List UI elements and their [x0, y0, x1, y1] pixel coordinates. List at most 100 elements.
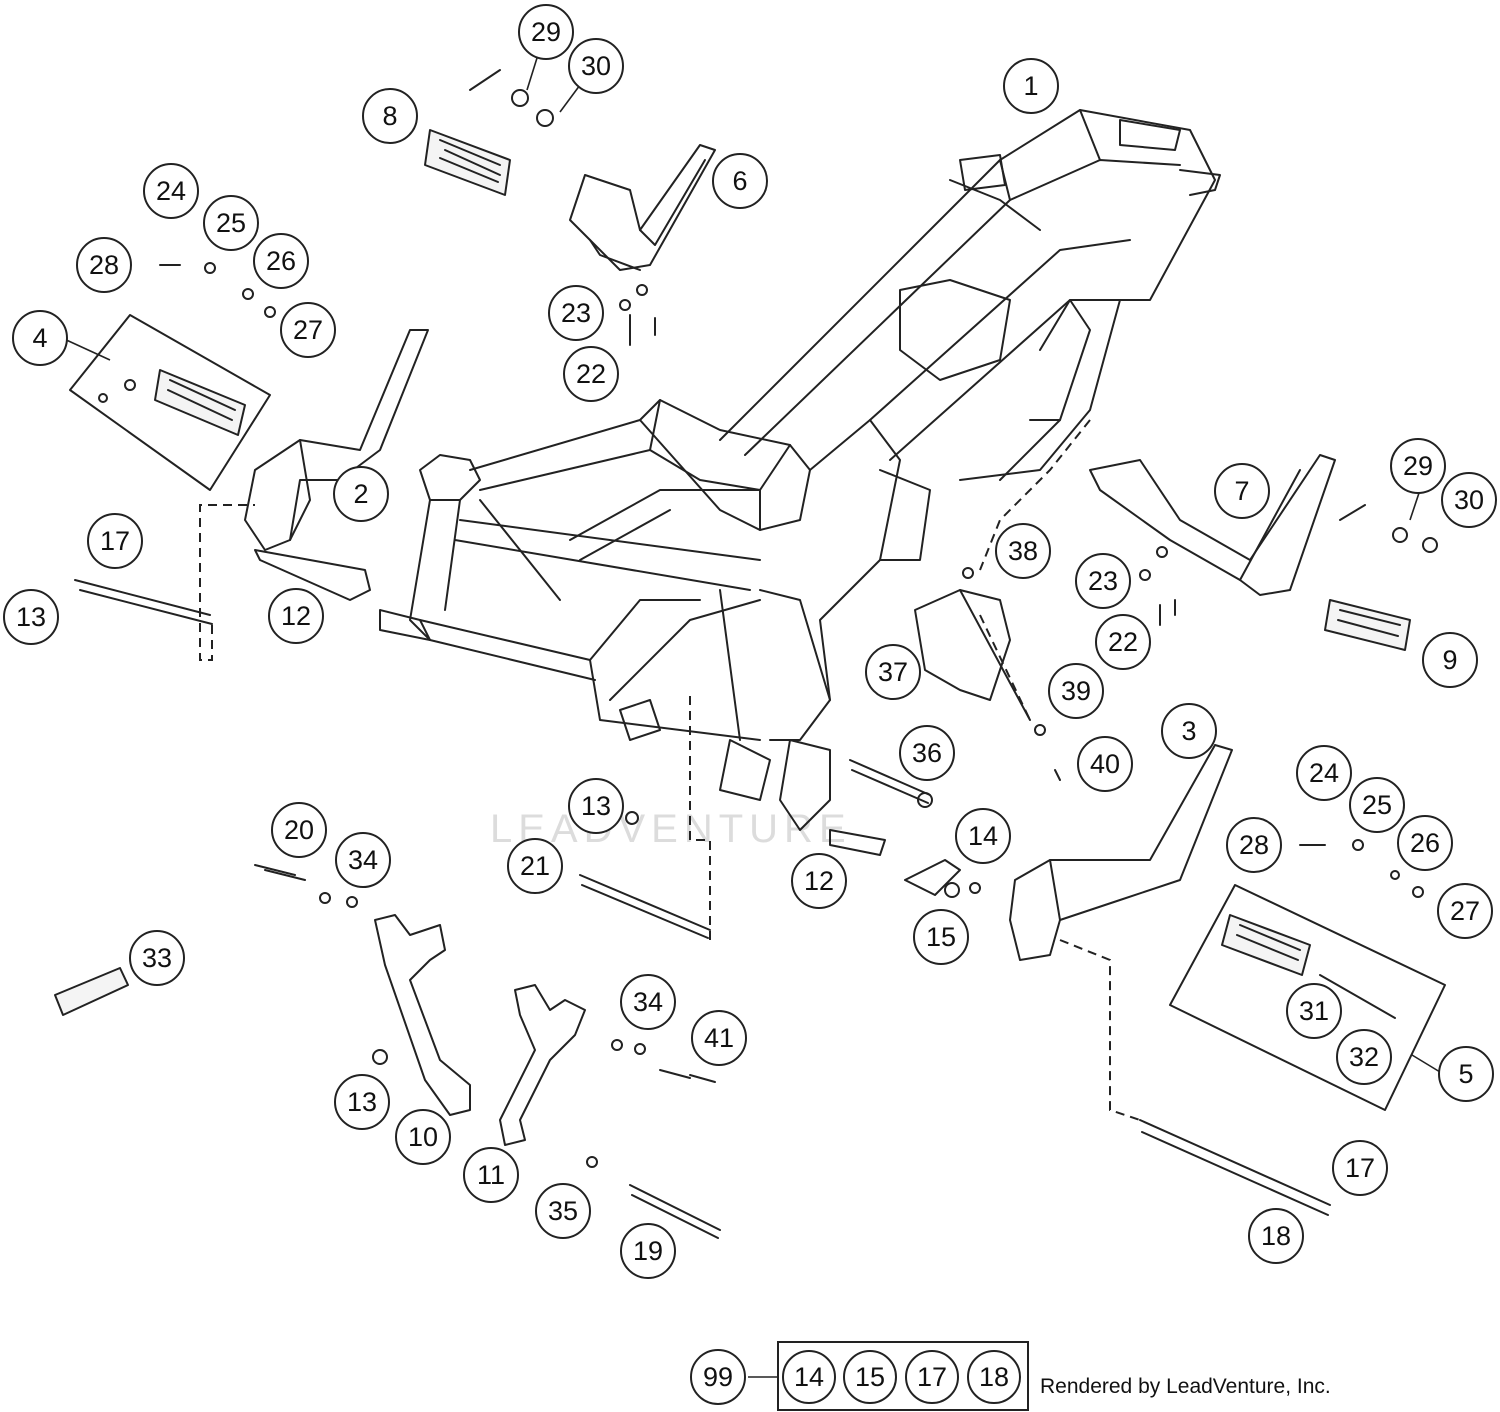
kit-callout-18: 18 — [967, 1350, 1021, 1404]
footpeg-kit-right — [1169, 884, 1446, 1111]
svg-text:40: 40 — [1090, 749, 1120, 779]
svg-text:10: 10 — [408, 1122, 438, 1152]
svg-text:34: 34 — [633, 987, 663, 1017]
svg-text:7: 7 — [1234, 476, 1249, 506]
svg-text:13: 13 — [16, 602, 46, 632]
leader-lines — [61, 57, 1441, 1073]
engine-hanger-10 — [374, 914, 471, 1116]
svg-text:29: 29 — [531, 17, 561, 47]
svg-text:26: 26 — [1410, 828, 1440, 858]
callout-12: 12 — [791, 853, 847, 909]
svg-text:11: 11 — [477, 1160, 505, 1190]
svg-text:24: 24 — [1309, 758, 1339, 788]
callout-1: 1 — [1003, 58, 1059, 114]
svg-text:32: 32 — [1349, 1042, 1379, 1072]
rear-footpeg-bracket-left — [569, 144, 716, 271]
frame-drawing — [379, 109, 1221, 831]
svg-text:23: 23 — [1088, 566, 1118, 596]
callout-32: 32 — [1336, 1029, 1392, 1085]
callout-8: 8 — [362, 88, 418, 144]
callout-10: 10 — [395, 1109, 451, 1165]
svg-text:5: 5 — [1458, 1059, 1473, 1089]
svg-text:25: 25 — [216, 208, 246, 238]
svg-text:24: 24 — [156, 176, 186, 206]
callout-17: 17 — [87, 513, 143, 569]
callout-7: 7 — [1214, 463, 1270, 519]
callout-28: 28 — [76, 237, 132, 293]
callout-13: 13 — [568, 778, 624, 834]
svg-text:14: 14 — [794, 1362, 824, 1392]
svg-text:17: 17 — [100, 526, 130, 556]
callout-29: 29 — [518, 4, 574, 60]
svg-text:18: 18 — [979, 1362, 1009, 1392]
svg-text:99: 99 — [703, 1362, 733, 1392]
svg-text:15: 15 — [855, 1362, 885, 1392]
callout-30: 30 — [568, 38, 624, 94]
callout-13: 13 — [3, 589, 59, 645]
callout-41: 41 — [691, 1010, 747, 1066]
callout-28: 28 — [1226, 817, 1282, 873]
svg-text:25: 25 — [1362, 790, 1392, 820]
svg-text:4: 4 — [32, 323, 47, 353]
svg-text:19: 19 — [633, 1236, 663, 1266]
kit-box: 99 14 15 17 18 — [690, 1341, 1029, 1411]
svg-text:21: 21 — [520, 851, 550, 881]
callout-14: 14 — [955, 808, 1011, 864]
engine-hanger-11 — [499, 984, 586, 1146]
footpeg-kit-left — [69, 314, 271, 491]
svg-text:14: 14 — [968, 821, 998, 851]
callout-30: 30 — [1441, 472, 1497, 528]
callout-19: 19 — [620, 1223, 676, 1279]
svg-text:13: 13 — [581, 791, 611, 821]
callout-22: 22 — [563, 346, 619, 402]
callout-3: 3 — [1161, 703, 1217, 759]
svg-text:37: 37 — [878, 657, 908, 687]
svg-text:35: 35 — [548, 1196, 578, 1226]
svg-text:31: 31 — [1299, 996, 1329, 1026]
svg-text:23: 23 — [561, 298, 591, 328]
svg-text:12: 12 — [804, 866, 834, 896]
assembly-dashed-lines — [199, 419, 1141, 1121]
callout-23: 23 — [1075, 553, 1131, 609]
kit-callout-99: 99 — [690, 1349, 746, 1405]
callout-9: 9 — [1422, 632, 1478, 688]
callout-13: 13 — [334, 1074, 390, 1130]
callout-38: 38 — [995, 523, 1051, 579]
callout-6: 6 — [712, 153, 768, 209]
footpeg-9 — [1324, 599, 1411, 651]
side-stand-bracket — [914, 589, 1031, 721]
svg-text:6: 6 — [732, 166, 747, 196]
callout-31: 31 — [1286, 983, 1342, 1039]
callout-29: 29 — [1390, 438, 1446, 494]
callout-4: 4 — [12, 310, 68, 366]
bolts-and-pins — [74, 69, 1438, 1239]
callout-40: 40 — [1077, 736, 1133, 792]
footpeg-bracket-right — [1009, 744, 1233, 961]
kit-callout-14: 14 — [782, 1350, 836, 1404]
svg-text:18: 18 — [1261, 1221, 1291, 1251]
callout-17: 17 — [1332, 1140, 1388, 1196]
rear-footpeg-bracket-right — [1089, 454, 1336, 596]
callout-15: 15 — [913, 909, 969, 965]
svg-text:33: 33 — [142, 943, 172, 973]
svg-text:22: 22 — [576, 359, 606, 389]
svg-text:26: 26 — [266, 246, 296, 276]
callout-23: 23 — [548, 285, 604, 341]
callout-21: 21 — [507, 838, 563, 894]
callout-25: 25 — [1349, 777, 1405, 833]
svg-text:12: 12 — [281, 601, 311, 631]
callout-2: 2 — [333, 466, 389, 522]
callout-22: 22 — [1095, 614, 1151, 670]
callout-34: 34 — [335, 832, 391, 888]
kit-callout-17: 17 — [905, 1350, 959, 1404]
callout-27: 27 — [1437, 883, 1493, 939]
callout-26: 26 — [253, 233, 309, 289]
svg-text:1: 1 — [1023, 71, 1038, 101]
svg-text:2: 2 — [353, 479, 368, 509]
svg-text:41: 41 — [704, 1023, 734, 1053]
callout-33: 33 — [129, 930, 185, 986]
svg-text:17: 17 — [917, 1362, 947, 1392]
svg-text:38: 38 — [1008, 536, 1038, 566]
callout-35: 35 — [535, 1183, 591, 1239]
